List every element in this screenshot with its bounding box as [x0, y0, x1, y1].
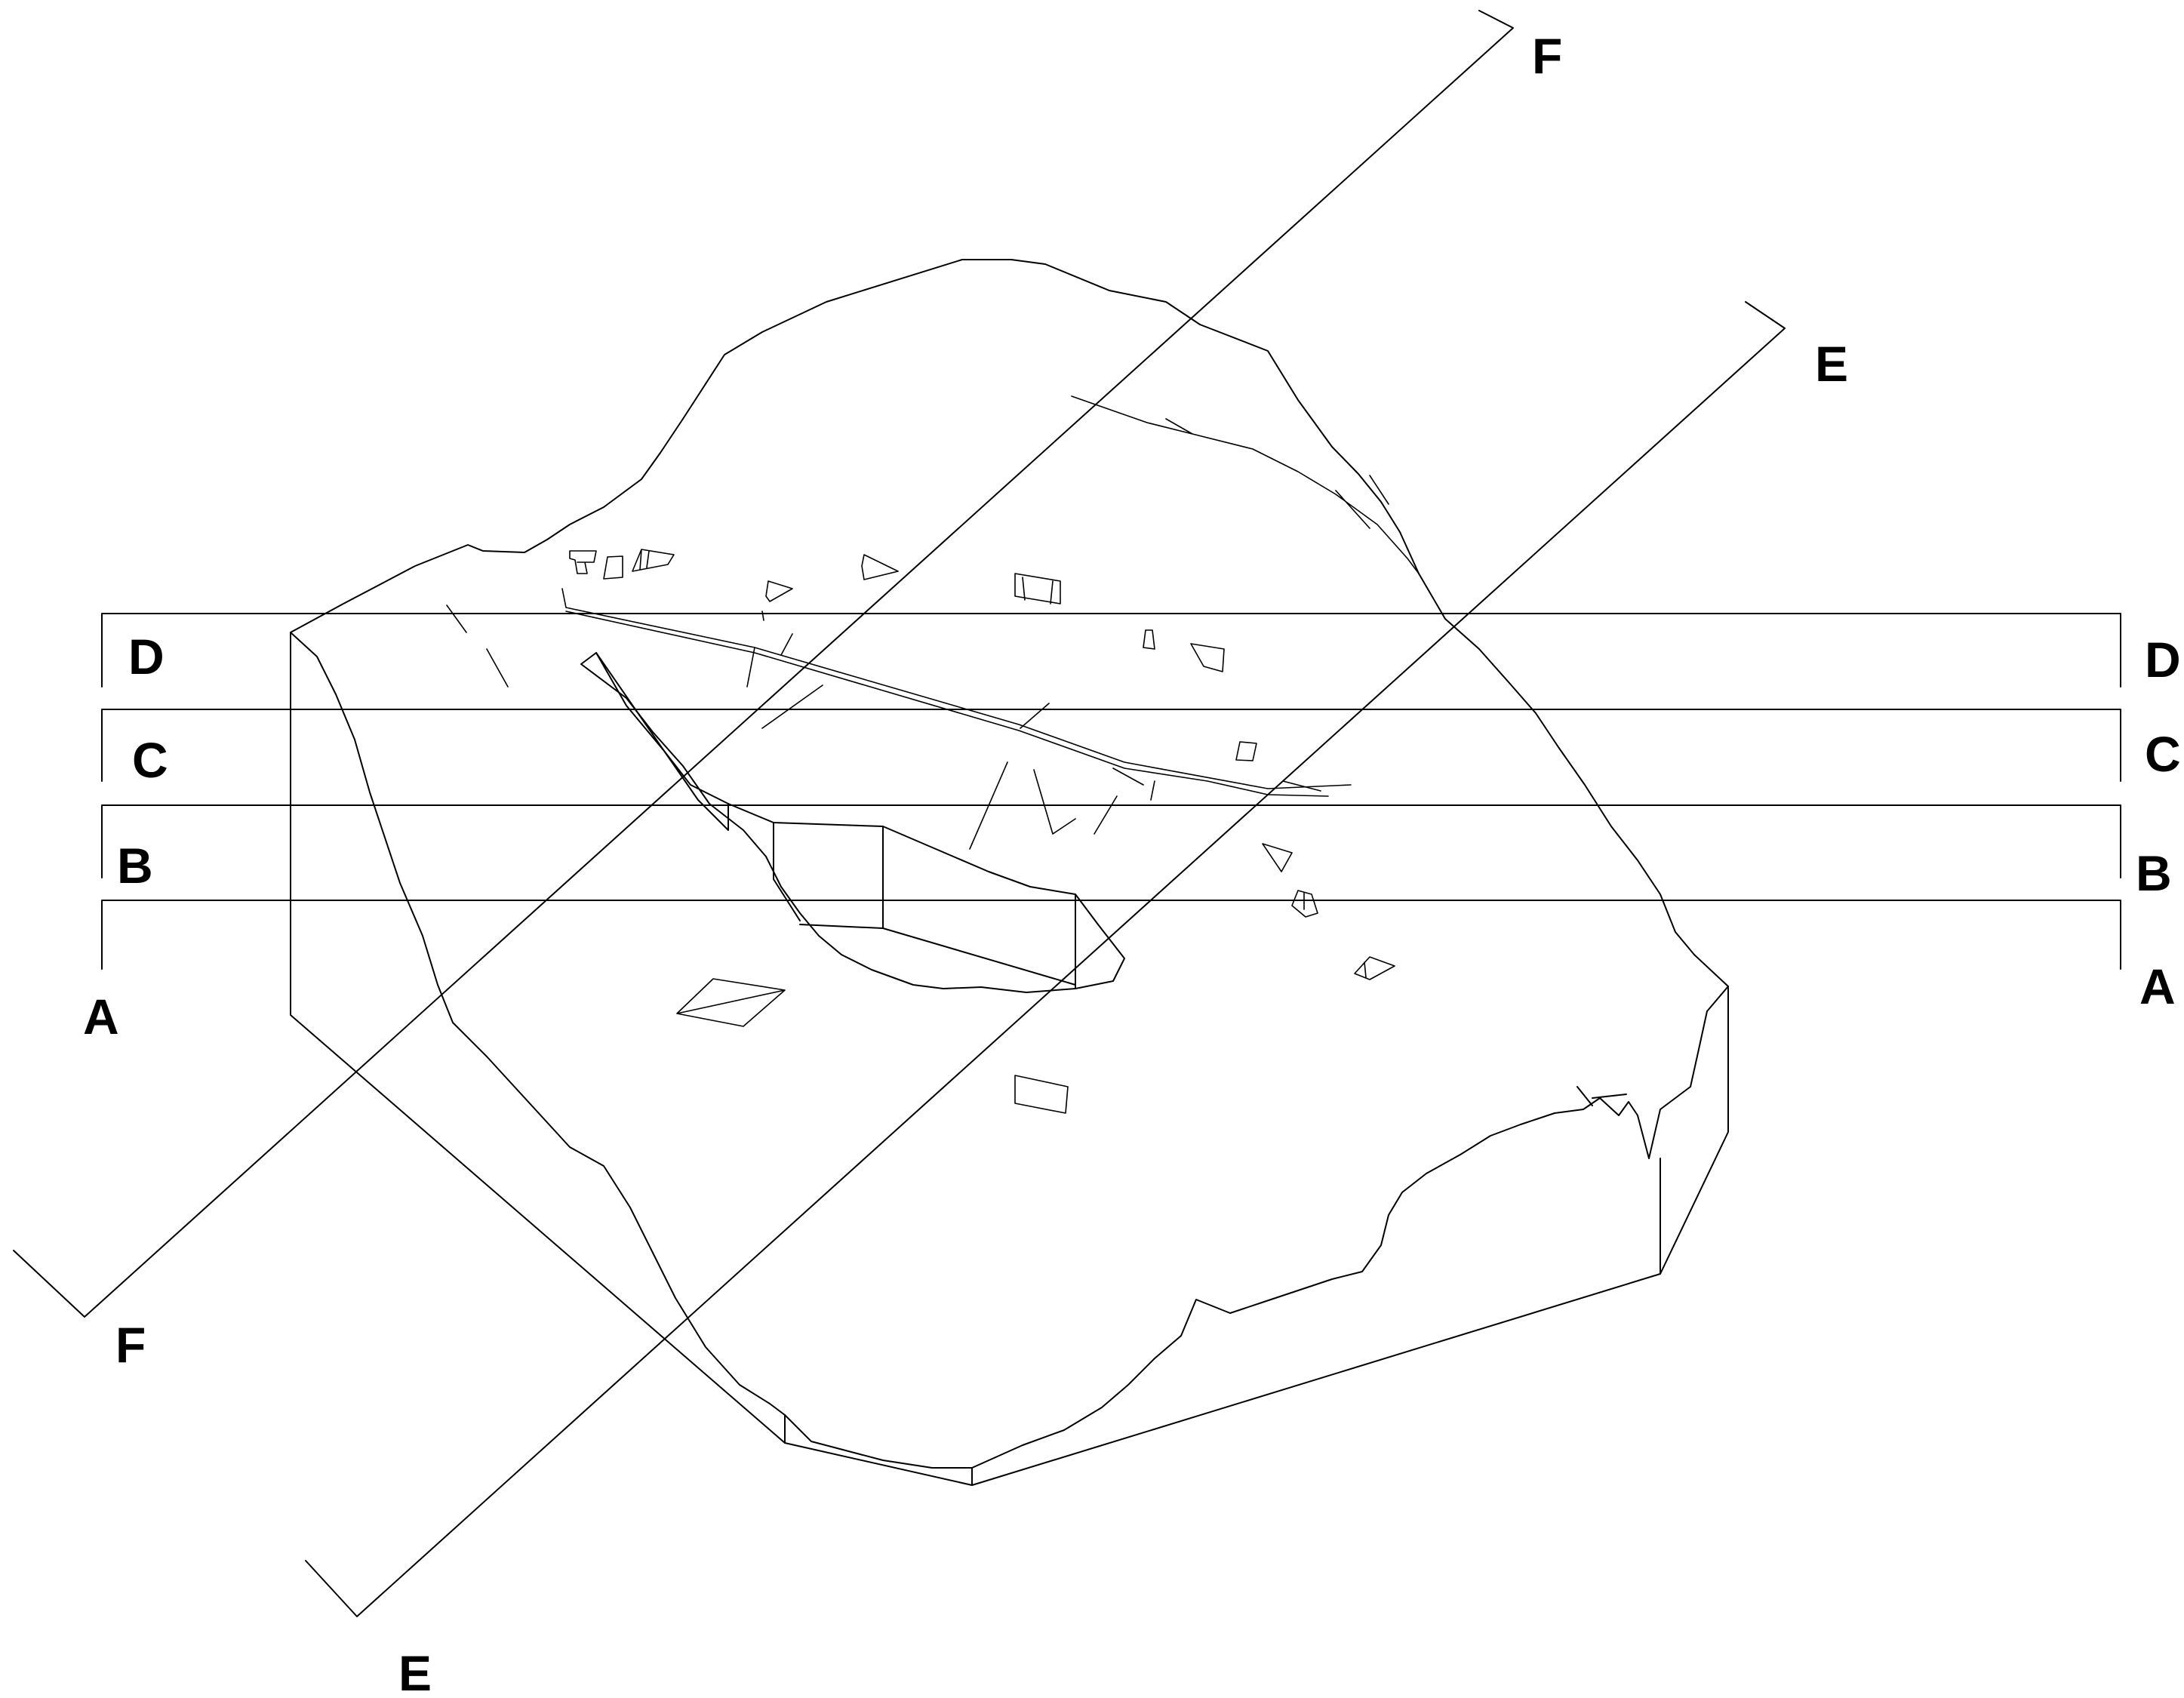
stone-7 — [1143, 629, 1155, 650]
terrain-notch — [1576, 1086, 1627, 1106]
section-labels: A A B B C C D D E E F F — [83, 28, 2181, 1698]
stone-12 — [1354, 956, 1395, 980]
features — [446, 395, 1420, 1114]
stone-11 — [1291, 890, 1318, 918]
stone-4 — [765, 580, 793, 602]
stone-3 — [632, 549, 675, 572]
pit-outline — [580, 652, 1125, 993]
terrain-top-outline — [290, 259, 1729, 987]
excavation-pit — [580, 652, 1125, 993]
label-b-end: B — [2136, 845, 2172, 901]
label-c-start: C — [132, 732, 168, 788]
section-line-e — [305, 301, 1786, 1617]
long-trench — [561, 588, 1352, 797]
stone-13 — [676, 978, 786, 1027]
label-f-start: F — [115, 1317, 146, 1373]
section-line-d — [101, 613, 2121, 688]
label-e-end: E — [1815, 336, 1848, 392]
stone-5 — [861, 554, 899, 580]
stone-10 — [1262, 843, 1293, 872]
stone-9 — [1235, 741, 1257, 761]
trench-ticks — [746, 633, 1321, 801]
section-line-c — [101, 709, 2121, 782]
scatter-strokes — [446, 604, 1118, 850]
section-lines — [13, 10, 2121, 1617]
stone-1 — [569, 550, 597, 574]
section-line-b — [101, 804, 2121, 878]
label-c-end: C — [2145, 726, 2181, 782]
label-f-end: F — [1532, 28, 1562, 84]
stone-6 — [1014, 573, 1061, 604]
label-e-start: E — [398, 1645, 432, 1698]
label-a-start: A — [83, 989, 119, 1044]
label-d-start: D — [128, 629, 165, 684]
section-line-f — [13, 10, 1514, 1318]
pit-inner-edges — [595, 652, 1076, 989]
terrain-right-rim — [784, 986, 1729, 1469]
label-b-start: B — [117, 838, 153, 894]
stone-8 — [1190, 643, 1225, 672]
stone-14 — [1014, 1075, 1069, 1114]
upper-right-fissure — [1071, 395, 1420, 574]
label-d-end: D — [2145, 632, 2181, 688]
terrain-left-top-ridge — [290, 632, 786, 1416]
terrain-base — [784, 986, 1729, 1486]
section-line-a — [101, 900, 2121, 970]
label-a-end: A — [2139, 958, 2176, 1014]
stone-2 — [603, 555, 623, 580]
terrain-left-face — [290, 632, 786, 1444]
terrain-block — [290, 259, 1729, 1486]
